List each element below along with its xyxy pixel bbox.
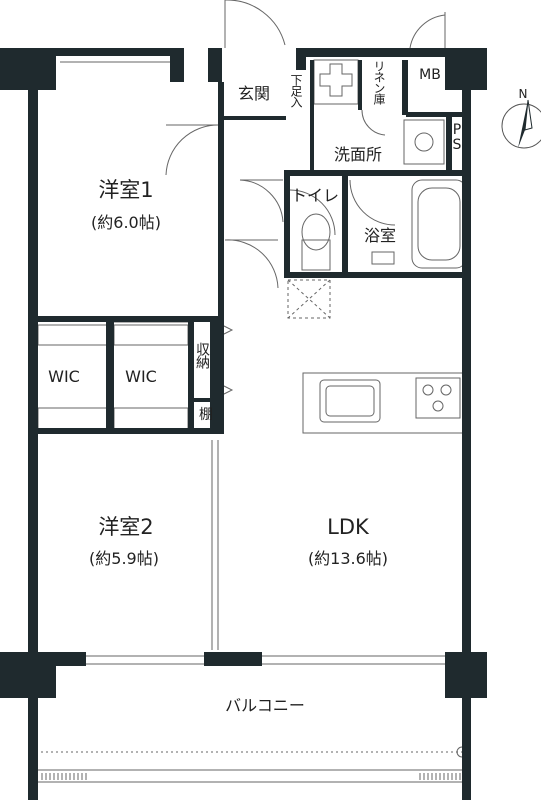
- corridor-door-arc: [239, 179, 284, 223]
- walls: [0, 48, 487, 800]
- sink: [403, 119, 445, 165]
- wall-right: [462, 48, 471, 800]
- balcony-railing: [41, 773, 465, 780]
- western1-name: 洋室1: [98, 178, 154, 202]
- bath-label: 浴室: [363, 226, 397, 245]
- wall-western1-bottom: [38, 316, 224, 322]
- mb-label: MB: [419, 67, 441, 83]
- shelf-label: 棚: [199, 407, 213, 423]
- linen-door-arc: [361, 109, 386, 136]
- compass: [501, 99, 541, 149]
- kitchen-sink: [319, 379, 381, 423]
- wall-western1-right: [218, 82, 224, 322]
- kitchen-counter: [302, 372, 469, 434]
- ps-label: PS: [449, 122, 465, 152]
- storage-label: 収納: [194, 342, 210, 368]
- stove: [415, 377, 461, 419]
- linen-label: リネン庫: [372, 60, 386, 104]
- western2-size: (約5.9帖): [89, 549, 159, 568]
- western1-door-arc: [165, 124, 219, 176]
- wall-top-right: [296, 48, 446, 57]
- ldk-size: (約13.6帖): [307, 549, 389, 568]
- wall-western2-top: [38, 428, 224, 434]
- wic-left-label: WIC: [48, 367, 80, 386]
- western1-size: (約6.0帖): [91, 213, 161, 232]
- wall-left: [28, 48, 38, 800]
- bath-door-arc: [349, 179, 396, 226]
- corridor-door-arc-2: [224, 239, 279, 289]
- entrance-label: 玄関: [237, 84, 271, 103]
- wall-top-left: [56, 48, 182, 56]
- compass-label: N: [518, 87, 528, 101]
- washroom-label: 洗面所: [333, 145, 383, 164]
- toilet-door-arc: [289, 189, 336, 236]
- toilet-seat: [301, 213, 331, 251]
- western2-name: 洋室2: [98, 515, 154, 539]
- toilet-label: トイレ: [290, 186, 340, 205]
- balcony-label: バルコニー: [225, 696, 305, 715]
- mb-door-arc: [409, 14, 446, 49]
- sink-bowl: [414, 132, 434, 152]
- entrance-door-arc: [225, 0, 286, 46]
- shoe-box-label: 下足入: [289, 74, 303, 107]
- toilet-bowl: [301, 239, 331, 271]
- ldk-name: LDK: [327, 515, 369, 539]
- wic-right-label: WIC: [125, 367, 157, 386]
- bathtub: [411, 179, 467, 269]
